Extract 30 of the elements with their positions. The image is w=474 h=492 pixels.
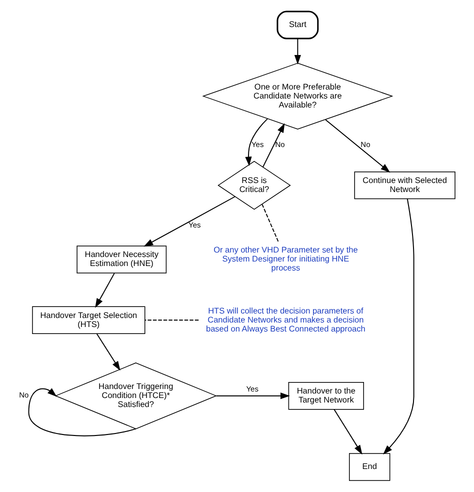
node-box: Handover Target Selection (HTS) xyxy=(32,306,146,334)
node-diamond: One or More Preferable Candidate Networks are Available? xyxy=(202,62,394,130)
node-text: HTS will collect the decision parameters of Candidate Networks and makes a decision based on Always Best Connected approach xyxy=(206,306,366,334)
node-box: End xyxy=(349,453,390,481)
arrow xyxy=(95,272,115,308)
arrow xyxy=(294,38,301,64)
node-box: Continue with Selected Network xyxy=(354,171,456,200)
arrow xyxy=(383,198,414,454)
edge-label: No xyxy=(19,390,29,400)
arrow xyxy=(28,388,136,436)
edge-label: No xyxy=(360,140,370,150)
arrow xyxy=(245,118,268,166)
arrow xyxy=(216,392,290,400)
node-text: Or any other VHD Parameter set by the System Designer for initiating HNE process xyxy=(214,246,358,273)
node-box: Handover to the Target Network xyxy=(288,382,364,410)
node-box: Start xyxy=(276,10,319,40)
node-diamond: Handover Triggering Condition (HTCE)* Satisfied? xyxy=(54,362,218,430)
arrow xyxy=(144,196,236,247)
node-diamond: RSS is Critical? xyxy=(218,160,291,210)
arrow xyxy=(334,408,362,455)
edge-label: Yes xyxy=(188,220,201,230)
connector xyxy=(262,204,279,242)
node-box: Handover Necessity Estimation (HNE) xyxy=(76,246,167,274)
arrow xyxy=(262,123,285,168)
edge-label: Yes xyxy=(251,140,264,150)
arrow xyxy=(325,119,390,173)
arrow xyxy=(96,333,120,371)
edge-label: No xyxy=(275,140,285,150)
edge-label: Yes xyxy=(246,384,258,394)
connector xyxy=(144,320,200,321)
